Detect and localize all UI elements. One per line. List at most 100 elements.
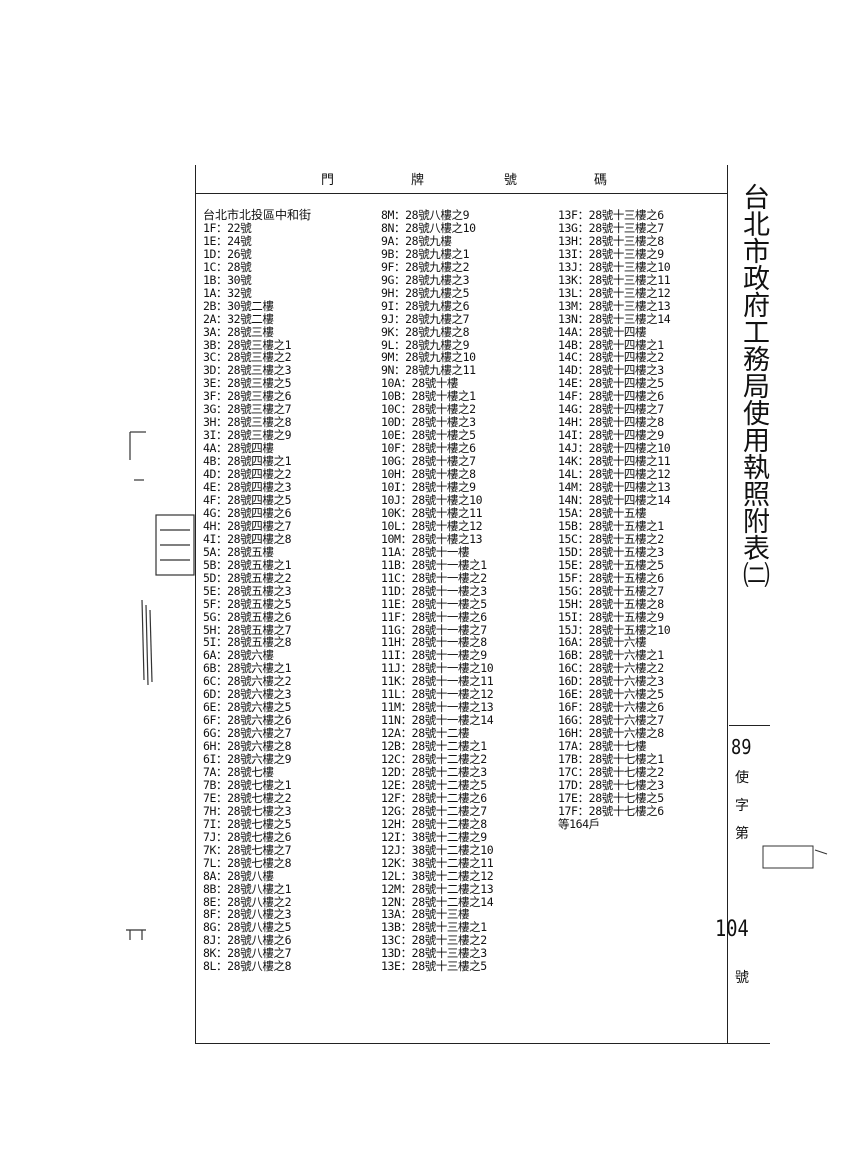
address-line: 6B：28號六樓之1	[203, 661, 292, 676]
address-line: 7B：28號七樓之1	[203, 777, 292, 792]
address-line: 10M：28號十樓之13	[381, 531, 483, 546]
address-line: 4D：28號四樓之2	[203, 467, 292, 482]
address-line: 15C：28號十五樓之2	[558, 531, 664, 546]
address-line: 13K：28號十三樓之11	[558, 272, 671, 287]
address-line: 16G：28號十六樓之7	[558, 713, 664, 728]
address-line: 4H：28號四樓之7	[203, 518, 292, 533]
address-line: 4B：28號四樓之1	[203, 454, 292, 469]
address-line: 1E：24號	[203, 233, 252, 248]
address-line: 14C：28號十四樓之2	[558, 350, 664, 365]
address-line: 7H：28號七樓之3	[203, 803, 292, 818]
address-line: 13B：28號十三樓之1	[381, 920, 487, 935]
address-line: 14D：28號十四樓之3	[558, 363, 664, 378]
address-line: 16F：28號十六樓之6	[558, 700, 664, 715]
address-line: 1A：32號	[203, 285, 252, 300]
address-line: 6G：28號六樓之7	[203, 726, 292, 741]
address-line: 14L：28號十四樓之12	[558, 467, 671, 482]
address-line: 9B：28號九樓之1	[381, 246, 470, 261]
address-line: 1B：30號	[203, 272, 252, 287]
address-line: 6F：28號六樓之6	[203, 713, 292, 728]
address-line: 7J：28號七樓之6	[203, 829, 292, 844]
address-line: 13N：28號十三樓之14	[558, 311, 671, 326]
address-line: 7A：28號七樓	[203, 764, 274, 779]
address-line: 4I：28號四樓之8	[203, 531, 292, 546]
document-title: 台北市政府工務局使用執照附表㈡	[738, 183, 769, 588]
permit-char: 使	[735, 770, 749, 786]
address-line: 5F：28號五樓之5	[203, 596, 292, 611]
address-line: 14B：28號十四樓之1	[558, 337, 664, 352]
address-line: 16A：28號十六樓	[558, 635, 647, 650]
address-line: 8J：28號八樓之6	[203, 933, 292, 948]
address-line: 7I：28號七樓之5	[203, 816, 292, 831]
street-heading: 台北市北投區中和街	[203, 208, 312, 222]
address-line: 3E：28號三樓之5	[203, 376, 292, 391]
address-line: 14G：28號十四樓之7	[558, 402, 664, 417]
address-line: 11E：28號十一樓之5	[381, 596, 487, 611]
address-line: 10I：28號十樓之9	[381, 480, 476, 495]
permit-suffix: 號	[735, 970, 749, 986]
address-line: 10C：28號十樓之2	[381, 402, 476, 417]
address-line: 10H：28號十樓之8	[381, 467, 476, 482]
address-line: 14I：28號十四樓之9	[558, 428, 664, 443]
address-line: 10L：28號十樓之12	[381, 518, 483, 533]
permit-char: 第	[735, 826, 749, 842]
address-line: 7K：28號七樓之7	[203, 842, 292, 857]
address-line: 等164戶	[558, 816, 600, 831]
address-line: 8L：28號八樓之8	[203, 959, 292, 974]
address-line: 11F：28號十一樓之6	[381, 609, 487, 624]
address-line: 14A：28號十四樓	[558, 324, 647, 339]
address-line: 13H：28號十三樓之8	[558, 233, 664, 248]
address-line: 11L：28號十一樓之12	[381, 687, 494, 702]
address-line: 17B：28號十七樓之1	[558, 752, 664, 767]
address-line: 13F：28號十三樓之6	[558, 208, 664, 222]
address-line: 12B：28號十二樓之1	[381, 739, 487, 754]
address-line: 13A：28號十三樓	[381, 907, 470, 922]
address-line: 9A：28號九樓	[381, 233, 452, 248]
address-line: 12N：28號十二樓之14	[381, 894, 494, 909]
scan-marks	[126, 431, 195, 940]
header-char: 號	[504, 173, 518, 188]
address-line: 9K：28號九樓之8	[381, 324, 470, 339]
address-line: 5D：28號五樓之2	[203, 570, 292, 585]
header-char: 牌	[411, 173, 425, 188]
address-line: 14K：28號十四樓之11	[558, 454, 671, 469]
address-line: 9G：28號九樓之3	[381, 272, 470, 287]
address-line: 9N：28號九樓之11	[381, 363, 476, 378]
address-line: 1C：28號	[203, 259, 252, 274]
address-line: 8G：28號八樓之5	[203, 920, 292, 935]
address-line: 15D：28號十五樓之3	[558, 544, 664, 559]
address-line: 9J：28號九樓之7	[381, 311, 470, 326]
address-line: 9M：28號九樓之10	[381, 350, 476, 365]
address-line: 8A：28號八樓	[203, 868, 274, 883]
address-line: 14N：28號十四樓之14	[558, 492, 671, 507]
address-line: 15B：28號十五樓之1	[558, 518, 664, 533]
address-line: 1D：26號	[203, 246, 252, 261]
address-line: 12I：38號十二樓之9	[381, 829, 487, 844]
address-line: 12E：28號十二樓之5	[381, 777, 487, 792]
header-char: 碼	[594, 173, 608, 188]
address-line: 12K：38號十二樓之11	[381, 855, 494, 870]
address-line: 6H：28號六樓之8	[203, 739, 292, 754]
address-line: 4G：28號四樓之6	[203, 505, 292, 520]
address-line: 12C：28號十二樓之2	[381, 752, 487, 767]
address-line: 15E：28號十五樓之5	[558, 557, 664, 572]
scan-marks	[762, 845, 828, 869]
address-line: 9I：28號九樓之6	[381, 298, 470, 313]
address-line: 8B：28號八樓之1	[203, 881, 292, 896]
address-line: 3F：28號三樓之6	[203, 389, 292, 404]
address-line: 6D：28號六樓之3	[203, 687, 292, 702]
permit-number: 104	[715, 917, 749, 942]
address-line: 12M：28號十二樓之13	[381, 881, 494, 896]
address-line: 11C：28號十一樓之2	[381, 570, 487, 585]
address-line: 16H：28號十六樓之8	[558, 726, 664, 741]
address-line: 11N：28號十一樓之14	[381, 713, 494, 728]
address-line: 2B：30號二樓	[203, 298, 274, 313]
address-line: 14H：28號十四樓之8	[558, 415, 664, 430]
address-line: 2A：32號二樓	[203, 311, 274, 326]
address-line: 8K：28號八樓之7	[203, 946, 292, 961]
address-line: 13G：28號十三樓之7	[558, 220, 664, 235]
side-rule	[729, 725, 770, 726]
